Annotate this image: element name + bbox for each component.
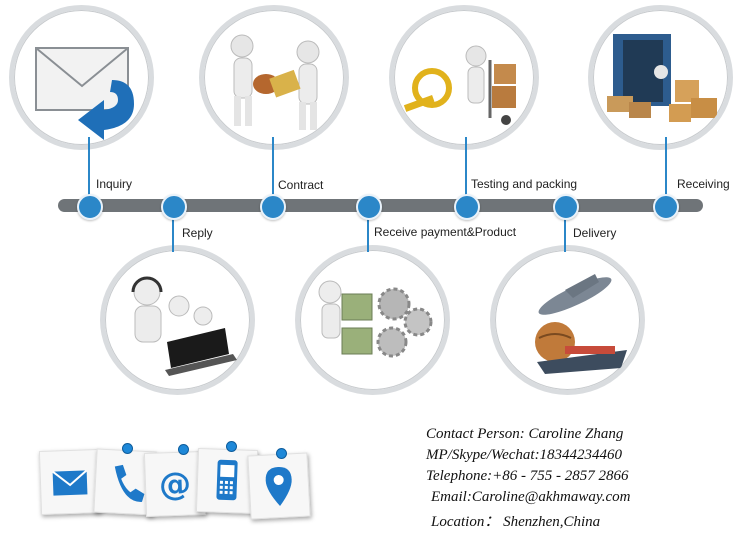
svg-text:@: @ <box>158 464 191 503</box>
card-pin <box>122 443 133 454</box>
timeline-dot-payment <box>356 194 382 220</box>
delivery-image <box>490 245 645 395</box>
step-label-delivery: Delivery <box>573 226 616 240</box>
timeline-dot-contract <box>260 194 286 220</box>
step-label-payment: Receive payment&Product <box>374 225 516 239</box>
connector <box>665 137 667 201</box>
connector <box>88 137 90 201</box>
receiving-image <box>588 5 733 150</box>
contact-email: Email:Caroline@akhmaway.com <box>431 489 630 506</box>
mail-icon <box>40 450 100 514</box>
reply-image <box>100 245 255 395</box>
timeline-dot-delivery <box>553 194 579 220</box>
step-label-receiving: Receiving <box>677 177 730 191</box>
card-pin <box>226 441 237 452</box>
contact-person: Contact Person: Caroline Zhang <box>426 426 623 443</box>
contact-telephone: Telephone:+86 - 755 - 2857 2866 <box>426 468 628 485</box>
contact-mp: MP/Skype/Wechat:18344234460 <box>426 447 622 464</box>
timeline-dot-reply <box>161 194 187 220</box>
timeline-dot-receiving <box>653 194 679 220</box>
timeline-dot-inquiry <box>77 194 103 220</box>
contact-location: Location： Shenzhen,China <box>431 510 600 531</box>
timeline-dot-testing <box>454 194 480 220</box>
location-icon <box>248 454 309 519</box>
inquiry-image <box>9 5 154 150</box>
contract-image <box>199 5 349 150</box>
location-card <box>247 452 310 519</box>
connector <box>272 137 274 201</box>
testing-packing-image <box>389 5 539 150</box>
card-pin <box>276 448 287 459</box>
step-label-contract: Contract <box>278 178 323 192</box>
mail-card <box>39 449 101 515</box>
receive-payment-image <box>295 245 450 395</box>
card-pin <box>178 444 189 455</box>
step-label-testing: Testing and packing <box>471 177 577 191</box>
step-label-inquiry: Inquiry <box>96 177 132 191</box>
step-label-reply: Reply <box>182 226 213 240</box>
connector <box>465 137 467 201</box>
